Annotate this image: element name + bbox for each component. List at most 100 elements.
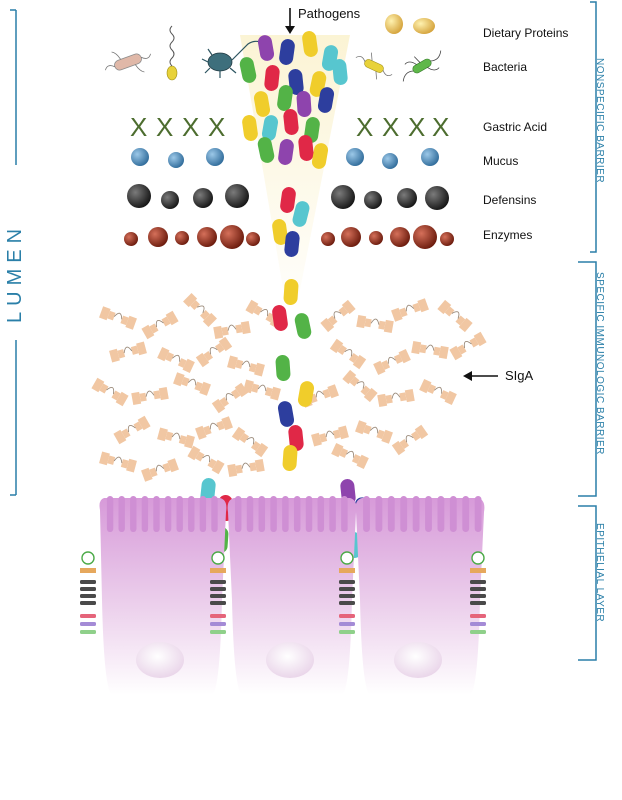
pathogen-pills <box>200 31 374 558</box>
antibody-network <box>91 293 487 482</box>
pathogen-pill-icon <box>294 313 312 339</box>
antibody-icon <box>157 427 195 449</box>
enzymes-label: Enzymes <box>483 228 533 242</box>
pathogen-pill-icon <box>297 381 315 407</box>
antibody-icon <box>109 341 147 363</box>
antibody-icon <box>449 331 487 361</box>
gastric-acid-mark: X <box>382 112 399 142</box>
antibody-icon <box>99 306 137 330</box>
antibody-icon <box>141 458 179 482</box>
gastric-acid-label: Gastric Acid <box>483 120 548 134</box>
antibody-icon <box>391 424 429 456</box>
antibody-icon <box>195 416 233 440</box>
pathogen-pill-icon <box>272 219 288 245</box>
antibody-icon <box>187 445 225 475</box>
antibody-icon <box>227 458 265 478</box>
pathogen-pill-icon <box>283 279 299 305</box>
pathogen-pill-icon <box>239 57 257 83</box>
antibody-icon <box>99 451 137 473</box>
antibody-icon <box>113 415 151 445</box>
antibody-icon <box>195 336 233 368</box>
pathogen-pill-icon <box>277 401 295 427</box>
defensins-label: Defensins <box>483 193 537 207</box>
pathogen-pill-icon <box>280 187 296 213</box>
specific-immunologic-barrier-label: SPECIFIC IMMUNOLOGIC BARRIER <box>594 272 605 455</box>
pathogen-pill-icon <box>275 355 291 381</box>
pathogen-pill-icon <box>272 305 288 331</box>
enzymes-row <box>124 225 454 249</box>
bacteria-icon <box>105 25 442 82</box>
siga-label: SIgA <box>505 368 534 383</box>
antibody-icon <box>157 346 195 374</box>
mucus-label: Mucus <box>483 154 519 168</box>
lumen-label: LUMEN <box>4 222 26 323</box>
gastric-acid-mark: X <box>182 112 199 142</box>
pathogen-pill-icon <box>317 87 335 113</box>
bracket-nonspecific <box>590 1 597 253</box>
pathogen-pill-icon <box>253 91 271 117</box>
antibody-icon <box>211 382 249 414</box>
pathogen-pill-icon <box>278 139 294 165</box>
antibody-icon <box>311 425 349 447</box>
antibody-icon <box>329 338 367 370</box>
arrow-left-icon <box>463 371 498 381</box>
tight-junction-icon <box>339 551 355 634</box>
bracket-lumen <box>10 9 17 496</box>
antibody-icon <box>141 310 179 340</box>
pathogens-label: Pathogens <box>298 6 361 21</box>
antibody-icon <box>243 379 281 401</box>
gastric-acid-mark: X <box>356 112 373 142</box>
gastric-acid-mark: X <box>208 112 225 142</box>
gastric-acid-mark: X <box>156 112 173 142</box>
gastric-acid-row: X X X X X X X X <box>130 112 449 142</box>
antibody-icon <box>320 299 356 333</box>
antibody-icon <box>91 377 129 407</box>
antibody-icon <box>331 442 369 470</box>
pathogen-pill-icon <box>292 201 310 227</box>
tight-junction-icon <box>470 551 486 634</box>
pathogen-pill-icon <box>257 35 275 61</box>
pathogen-pill-icon <box>282 445 298 471</box>
antibody-icon <box>437 299 473 333</box>
pathogen-pill-icon <box>277 85 293 111</box>
nonspecific-barrier-label: NONSPECIFIC BARRIER <box>594 58 605 184</box>
pathogen-pill-icon <box>264 65 280 91</box>
epithelial-cell-icon <box>227 498 357 695</box>
protein-icon <box>385 14 435 34</box>
defensins-row <box>127 184 449 210</box>
dietary-proteins-label: Dietary Proteins <box>483 26 569 40</box>
tight-junction-icon <box>210 551 226 634</box>
pathogen-pill-icon <box>261 115 279 141</box>
epithelial-cell-icon <box>99 498 227 695</box>
pathogen-pill-icon <box>279 39 295 65</box>
antibody-icon <box>356 314 394 334</box>
antibody-icon <box>355 420 393 444</box>
gastric-acid-mark: X <box>408 112 425 142</box>
antibody-icon <box>183 293 217 327</box>
pathogen-pill-icon <box>288 69 304 95</box>
pathogen-pill-icon <box>296 91 312 117</box>
antibody-icon <box>373 348 411 376</box>
gastric-acid-mark: X <box>130 112 147 142</box>
pathogen-pill-icon <box>332 59 348 85</box>
antibody-icon <box>231 426 269 458</box>
antibody-icon <box>391 298 429 322</box>
bracket-epithelial <box>578 505 597 661</box>
bracket-specific <box>578 261 597 497</box>
pathogen-pill-icon <box>257 137 275 163</box>
tight-junctions <box>80 551 486 634</box>
microvilli <box>106 496 482 532</box>
mucus-row <box>131 148 439 169</box>
pathogen-pill-icon <box>288 425 304 451</box>
pathogen-pill-icon <box>242 115 258 141</box>
pathogen-pill-icon <box>298 135 314 161</box>
antibody-icon <box>377 388 415 408</box>
antibody-icon <box>342 369 378 403</box>
antibody-icon <box>419 378 457 406</box>
epithelial-cell-icon <box>355 498 485 695</box>
epithelial-layer-label: EPITHELIAL LAYER <box>594 523 605 623</box>
pathogen-pill-icon <box>302 31 318 57</box>
arrow-down-icon <box>285 8 295 34</box>
